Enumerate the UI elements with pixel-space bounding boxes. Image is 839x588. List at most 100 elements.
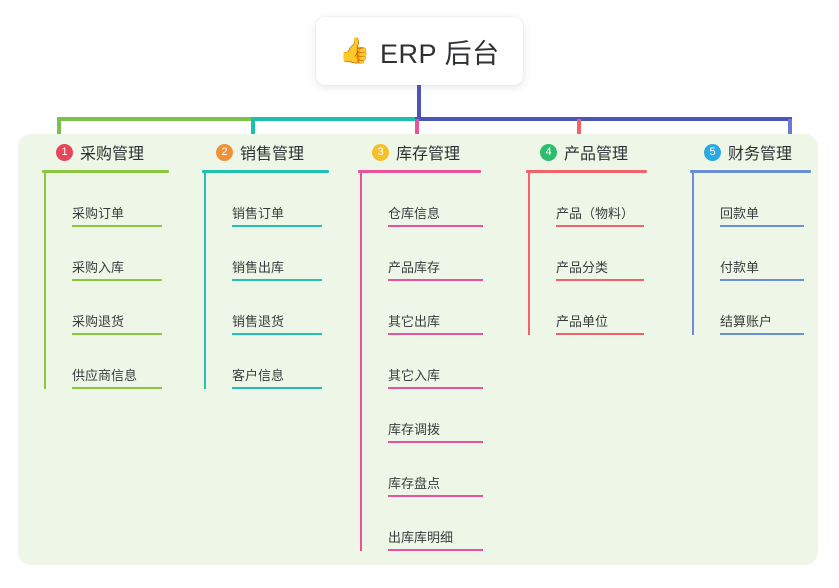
branch-header-purchasing[interactable]: 1 采购管理 [42,134,202,170]
branch-item-rule [72,333,162,335]
branch-item[interactable]: 出库库明细 [388,497,526,551]
connector-bus-left [57,117,253,121]
branch-item-label: 结算账户 [720,314,773,329]
branch-header-rule-5 [690,170,811,173]
branch-item[interactable]: 其它入库 [388,335,526,389]
branch-item-label: 产品（物料） [556,206,635,221]
branch-items-purchasing: 采购订单采购入库采购退货供应商信息 [44,173,202,389]
branch-spine-2 [204,173,206,389]
branch-item-label: 付款单 [720,260,760,275]
branch-header-rule-3 [358,170,481,173]
branches-panel: 1 采购管理 采购订单采购入库采购退货供应商信息 2 销售管理 销售订单销售出库… [18,134,818,565]
branch-item-rule [720,279,804,281]
branch-item-label: 销售退货 [232,314,285,329]
root-title-text: ERP 后台 [380,38,500,69]
branch-column-inventory: 3 库存管理 仓库信息产品库存其它出库其它入库库存调拨库存盘点出库库明细 [358,134,526,551]
branch-item-label: 其它入库 [388,368,441,383]
branch-item-rule [556,225,644,227]
branch-header-product[interactable]: 4 产品管理 [526,134,676,170]
branch-item-rule [388,225,483,227]
branch-header-rule-1 [42,170,169,173]
branch-header-finance[interactable]: 5 财务管理 [690,134,830,170]
branch-badge-3: 3 [372,143,389,161]
branch-header-sales[interactable]: 2 销售管理 [202,134,362,170]
branch-item-rule [388,441,483,443]
branch-item-rule [720,225,804,227]
branch-item[interactable]: 付款单 [720,227,830,281]
root-node-card[interactable]: 👍 ERP 后台 [316,17,523,85]
branch-column-product: 4 产品管理 产品（物料） 产品分类产品单位 [526,134,676,335]
branch-title-product: 产品管理 [564,146,629,163]
branch-item-label: 客户信息 [232,368,285,383]
branch-header-inventory[interactable]: 3 库存管理 [358,134,526,170]
branch-item[interactable]: 销售退货 [232,281,362,335]
branch-item-label: 销售订单 [232,206,285,221]
connector-bus-middle [251,117,417,121]
branch-item[interactable]: 回款单 [720,173,830,227]
branch-item[interactable]: 库存盘点 [388,443,526,497]
branch-item-rule [388,279,483,281]
branch-item[interactable]: 库存调拨 [388,389,526,443]
branch-item-rule [232,225,322,227]
branch-item-label: 产品分类 [556,260,609,275]
connector-trunk [417,85,421,121]
branch-item[interactable]: 产品库存 [388,227,526,281]
branch-item-rule [388,495,483,497]
branch-header-rule-4 [526,170,647,173]
branch-item-label: 采购入库 [72,260,125,275]
branch-spine-5 [692,173,694,335]
branch-item-label: 采购订单 [72,206,125,221]
branch-item-rule [72,279,162,281]
branch-item-label: 销售出库 [232,260,285,275]
branch-item-label: 产品单位 [556,314,609,329]
branch-item[interactable]: 产品单位 [556,281,676,335]
branch-item-rule [556,333,644,335]
branch-column-purchasing: 1 采购管理 采购订单采购入库采购退货供应商信息 [42,134,202,389]
branch-item[interactable]: 采购订单 [72,173,202,227]
branch-item[interactable]: 销售订单 [232,173,362,227]
branch-item-rule [72,225,162,227]
branch-spine-4 [528,173,530,335]
branch-item-rule [232,279,322,281]
branch-column-finance: 5 财务管理 回款单付款单结算账户 [690,134,830,335]
thumbs-up-icon: 👍 [339,36,372,65]
branch-item-rule [72,387,162,389]
branch-item-label: 回款单 [720,206,760,221]
branch-spine-1 [44,173,46,389]
branch-item[interactable]: 供应商信息 [72,335,202,389]
branch-item-rule [720,333,804,335]
branch-badge-4: 4 [540,143,557,161]
branch-title-inventory: 库存管理 [396,146,461,163]
branch-header-rule-2 [202,170,329,173]
branch-item-label: 库存盘点 [388,476,441,491]
branch-item[interactable]: 客户信息 [232,335,362,389]
root-title: 👍 ERP 后台 [339,32,499,71]
branch-item[interactable]: 产品（物料） [556,173,676,227]
branch-items-sales: 销售订单销售出库销售退货客户信息 [204,173,362,389]
branch-item[interactable]: 销售出库 [232,227,362,281]
branch-item-label: 产品库存 [388,260,441,275]
branch-item-label: 采购退货 [72,314,125,329]
branch-title-purchasing: 采购管理 [80,146,145,163]
branch-item[interactable]: 仓库信息 [388,173,526,227]
branch-item-rule [232,387,322,389]
branch-item[interactable]: 产品分类 [556,227,676,281]
branch-item[interactable]: 采购退货 [72,281,202,335]
branch-badge-5: 5 [704,143,721,161]
branch-badge-2: 2 [216,143,233,161]
branch-title-finance: 财务管理 [728,146,793,163]
branch-badge-1: 1 [56,143,73,161]
branch-item[interactable]: 其它出库 [388,281,526,335]
branch-item-label: 其它出库 [388,314,441,329]
branch-item-label: 仓库信息 [388,206,441,221]
branch-item-rule [232,333,322,335]
branch-spine-3 [360,173,362,551]
branch-item[interactable]: 结算账户 [720,281,830,335]
branch-item-label: 供应商信息 [72,368,138,383]
branch-items-product: 产品（物料） 产品分类产品单位 [528,173,676,335]
branch-item-rule [388,333,483,335]
branch-item-rule [556,279,644,281]
branch-item[interactable]: 采购入库 [72,227,202,281]
branch-item-rule [388,387,483,389]
